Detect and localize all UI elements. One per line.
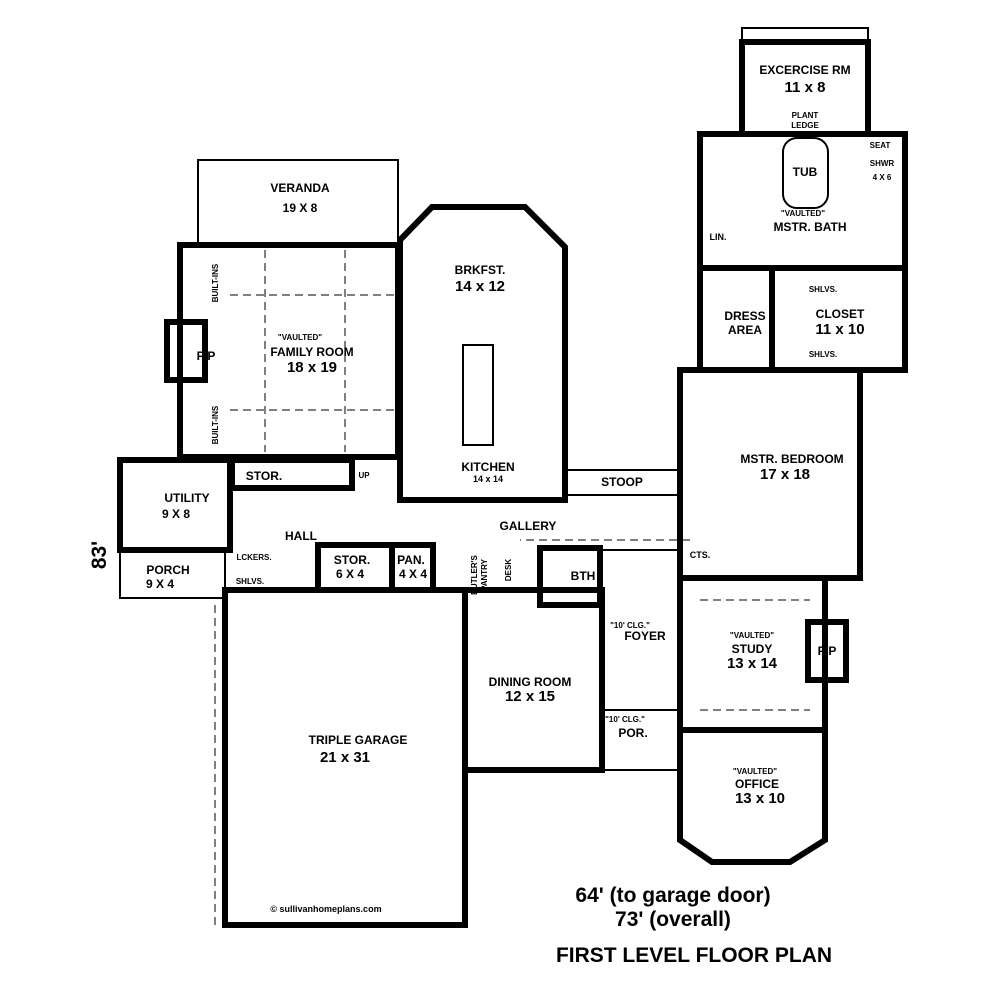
stairs-up-label: UP bbox=[358, 471, 370, 480]
hall-label: HALL bbox=[285, 529, 317, 543]
stor-label: STOR. bbox=[334, 553, 370, 567]
por-note: "10' CLG." bbox=[605, 715, 645, 724]
plan-title: FIRST LEVEL FLOOR PLAN bbox=[556, 944, 832, 967]
butlers-pantry-label: BUTLER'S bbox=[470, 555, 479, 595]
copyright: © sullivanhomeplans.com bbox=[270, 904, 381, 914]
veranda-label: VERANDA bbox=[270, 181, 330, 195]
shelves-label: SHLVS. bbox=[809, 285, 837, 294]
linen-label: LIN. bbox=[710, 232, 727, 242]
pantry-label: PAN. bbox=[397, 553, 425, 567]
office-label: OFFICE bbox=[735, 777, 779, 791]
porch-label: PORCH bbox=[146, 563, 189, 577]
dining-size: 12 x 15 bbox=[505, 688, 555, 705]
butlers-pantry-label: PANTRY bbox=[480, 558, 489, 591]
family-label: FAMILY ROOM bbox=[270, 345, 353, 359]
shower-label: SHWR bbox=[870, 159, 895, 168]
stor-size: 6 X 4 bbox=[336, 567, 364, 581]
walls bbox=[117, 27, 908, 928]
excercise-size: 11 x 8 bbox=[785, 79, 826, 96]
closets-label: CTS. bbox=[690, 550, 711, 560]
garage-size: 21 x 31 bbox=[320, 749, 370, 766]
study-size: 13 x 14 bbox=[727, 655, 778, 672]
utility-size: 9 X 8 bbox=[162, 507, 190, 521]
width-to-garage: 64' (to garage door) bbox=[575, 884, 770, 907]
porch-outline bbox=[119, 549, 226, 599]
foyer-note: "10' CLG." bbox=[610, 621, 650, 630]
bath-label: BTH bbox=[571, 569, 596, 583]
stor-walls bbox=[229, 457, 355, 491]
garage-label: TRIPLE GARAGE bbox=[309, 733, 408, 747]
utility-walls bbox=[117, 457, 233, 553]
seat-label: SEAT bbox=[870, 141, 891, 150]
width-overall: 73' (overall) bbox=[615, 908, 731, 931]
family-note: "VAULTED" bbox=[278, 333, 322, 342]
plant-ledge-label: PLANT bbox=[792, 111, 819, 120]
fireplace-label: F/P bbox=[818, 644, 837, 658]
master-bedroom-label: MSTR. BEDROOM bbox=[740, 452, 843, 466]
pantry-size: 4 X 4 bbox=[399, 567, 427, 581]
closet-size: 11 x 10 bbox=[815, 321, 864, 338]
master-bath-label: MSTR. BATH bbox=[773, 220, 846, 234]
shower-size: 4 X 6 bbox=[873, 173, 892, 182]
built-ins-label: BUILT-INS bbox=[211, 263, 220, 302]
shelves-label: SHLVS. bbox=[809, 350, 837, 359]
por-label: POR. bbox=[618, 726, 647, 740]
tub-shape bbox=[782, 137, 829, 209]
fireplace-study bbox=[805, 619, 849, 683]
kitchen-island bbox=[462, 344, 494, 446]
dress-area-label: DRESS bbox=[724, 309, 765, 323]
gallery-label: GALLERY bbox=[500, 519, 557, 533]
breakfast-size: 14 x 12 bbox=[455, 278, 505, 295]
study-note: "VAULTED" bbox=[730, 631, 774, 640]
utility-label: UTILITY bbox=[164, 491, 209, 505]
office-note: "VAULTED" bbox=[733, 767, 777, 776]
plant-ledge-label: LEDGE bbox=[791, 121, 819, 130]
kitchen-label: KITCHEN bbox=[461, 460, 514, 474]
master-bedroom-size: 17 x 18 bbox=[760, 466, 810, 483]
fireplace-label: F/P bbox=[197, 349, 216, 363]
breakfast-label: BRKFST. bbox=[455, 263, 506, 277]
family-size: 18 x 19 bbox=[287, 359, 337, 376]
stor-label: STOR. bbox=[246, 469, 282, 483]
closet-label: CLOSET bbox=[816, 307, 865, 321]
excercise-bay bbox=[741, 27, 869, 43]
excercise-label: EXCERCISE RM bbox=[759, 63, 850, 77]
office-size: 13 x 10 bbox=[735, 790, 785, 807]
lockers-label: LCKERS. bbox=[236, 553, 271, 562]
desk-label: DESK bbox=[504, 559, 513, 581]
depth-dimension: 83' bbox=[88, 541, 111, 569]
bath-walls bbox=[537, 545, 603, 608]
bath-note: "VAULTED" bbox=[781, 209, 825, 218]
study-label: STUDY bbox=[732, 642, 773, 656]
tub-label: TUB bbox=[793, 165, 818, 179]
stoop-label: STOOP bbox=[601, 475, 643, 489]
fireplace-family bbox=[164, 319, 208, 383]
porch-size: 9 X 4 bbox=[146, 577, 174, 591]
kitchen-size: 14 x 14 bbox=[473, 474, 503, 484]
veranda-size: 19 X 8 bbox=[283, 201, 318, 215]
dress-area-label: AREA bbox=[728, 323, 762, 337]
shelves-label: SHLVS. bbox=[236, 577, 264, 586]
built-ins-label: BUILT-INS bbox=[211, 405, 220, 444]
foyer-label: FOYER bbox=[624, 629, 666, 643]
dining-label: DINING ROOM bbox=[489, 675, 572, 689]
breakfast-kitchen-walls bbox=[397, 204, 568, 503]
office-walls bbox=[677, 727, 828, 865]
